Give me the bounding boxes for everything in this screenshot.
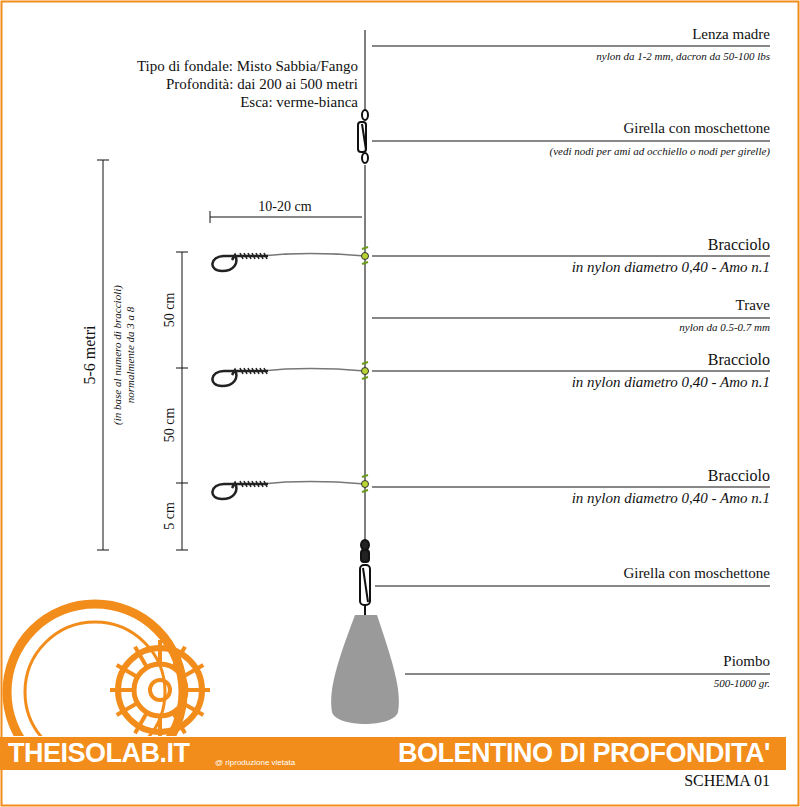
part-spec: nylon da 1-2 mm, dacron da 50-100 lbs	[596, 50, 770, 63]
part-name: Girella con moschettone	[623, 565, 770, 582]
sinker	[331, 615, 399, 724]
note: Tipo di fondale: Misto Sabbia/Fango	[137, 58, 358, 75]
watermark: @ riproduzione vietata	[215, 758, 295, 767]
swivel-snap	[360, 540, 370, 615]
part-name: Girella con moschettone	[623, 120, 770, 137]
dimension: 50 cm	[162, 293, 178, 328]
part-spec: nylon da 0.5-0.7 mm	[679, 321, 770, 334]
part-spec: (vedi nodi per ami ad occhiello o nodi p…	[550, 145, 770, 158]
part-spec: in nylon diametro 0,40 - Amo n.1	[572, 374, 770, 391]
dimension-lines	[97, 160, 362, 550]
hook-snood	[212, 247, 368, 271]
swivel-snap	[358, 110, 368, 163]
part-name: Bracciolo	[708, 236, 770, 254]
part-spec: in nylon diametro 0,40 - Amo n.1	[572, 259, 770, 276]
part-name: Lenza madre	[692, 26, 770, 43]
part-name: Bracciolo	[708, 351, 770, 369]
part-name: Bracciolo	[708, 467, 770, 485]
leader-lines	[372, 46, 770, 674]
note: Profondità: dai 200 ai 500 metri	[166, 76, 358, 93]
brand: THEISOLAB.IT	[8, 738, 190, 769]
part-name: Piombo	[723, 653, 770, 670]
hook-snood	[212, 475, 368, 499]
dimension: 10-20 cm	[258, 199, 311, 215]
part-spec: 500-1000 gr.	[714, 677, 770, 690]
part-name: Trave	[736, 297, 770, 314]
diagram-caption: SCHEMA 01	[684, 772, 770, 790]
note: Esca: verme-bianca	[240, 94, 358, 111]
diagram-title: BOLENTINO DI PROFONDITA'	[398, 738, 770, 769]
part-spec: in nylon diametro 0,40 - Amo n.1	[572, 490, 770, 507]
dimension: 5-6 metri	[81, 325, 99, 384]
dimension-note: (in base al numero di braccioli)	[111, 285, 124, 425]
logo	[7, 604, 210, 736]
dimension: 5 cm	[162, 502, 178, 530]
dimension: 50 cm	[162, 408, 178, 443]
title-bar	[0, 737, 786, 770]
dimension-note: normalmente da 3 a 8	[124, 307, 137, 404]
hook-snood	[212, 362, 368, 386]
mainline	[364, 30, 366, 110]
